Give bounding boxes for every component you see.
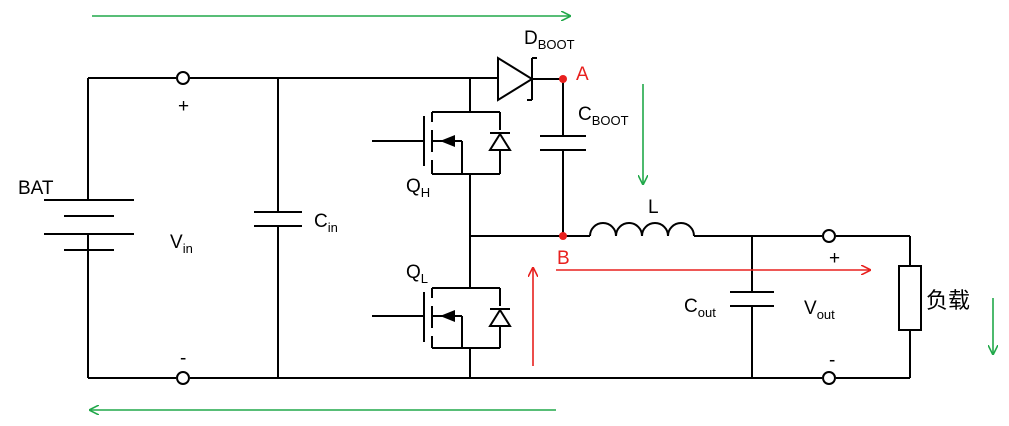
input-capacitor: [254, 78, 302, 378]
dboot-label: DBOOT: [524, 28, 575, 52]
vout-minus-label: -: [829, 350, 835, 371]
high-side-mosfet: [372, 78, 512, 238]
cboot-label: CBOOT: [578, 104, 629, 128]
qh-label: QH: [406, 176, 430, 200]
vout-minus-terminal: [822, 371, 836, 385]
vin-minus-label: -: [180, 348, 186, 369]
vout-plus-terminal: [822, 229, 836, 243]
vin-plus-label: +: [178, 96, 189, 117]
bat-label: BAT: [18, 178, 54, 199]
node-a-label: A: [576, 64, 589, 85]
boot-diode: [470, 56, 563, 102]
battery: [44, 78, 134, 378]
load-label: 负载: [926, 289, 970, 314]
low-side-mosfet: [372, 238, 512, 378]
vin-label: Vin: [170, 232, 193, 256]
inductor: [470, 222, 822, 237]
boot-capacitor: [540, 79, 586, 236]
output-capacitor: [730, 236, 774, 378]
cin-label: Cin: [314, 211, 338, 235]
vin-plus-terminal: [176, 71, 190, 85]
vout-plus-label: +: [829, 248, 840, 269]
load-resistor: [836, 235, 922, 379]
node-a-dot: [559, 75, 567, 83]
ql-label: QL: [406, 262, 428, 286]
vout-label: Vout: [804, 298, 835, 322]
inductor-label: L: [648, 197, 659, 218]
input-rails: [88, 77, 822, 379]
node-b-dot: [559, 232, 567, 240]
node-b-label: B: [557, 248, 570, 269]
cout-label: Cout: [684, 296, 716, 320]
vin-minus-terminal: [176, 371, 190, 385]
